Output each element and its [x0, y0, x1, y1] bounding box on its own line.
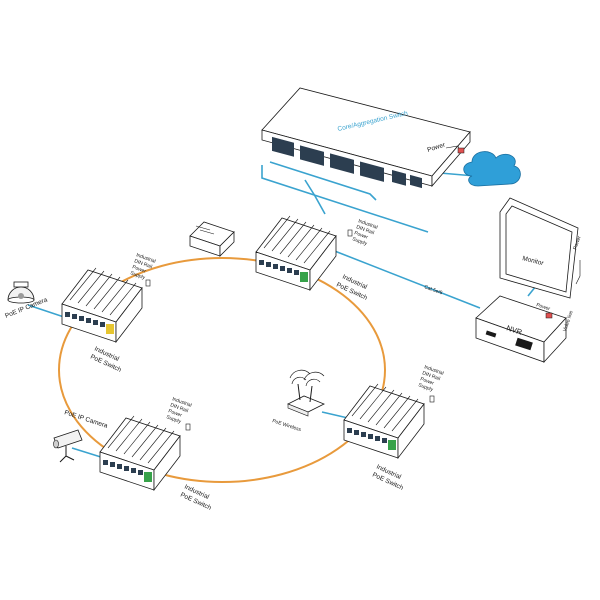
nvr: NVR Power Video line [475, 295, 575, 364]
nvr-drive [515, 337, 533, 351]
industrial-poe-switch-right [343, 383, 425, 460]
wireless-ap-label: PoE Wireless [271, 418, 302, 433]
industrial-poe-switch-left [61, 267, 143, 344]
nvr-power-plug [545, 312, 553, 319]
switch-left-psu-line3: Power [131, 264, 147, 275]
monitor-power-label: Power [572, 235, 583, 251]
core-power-plug [457, 147, 465, 154]
switch-right-psu-line3: Power [419, 376, 435, 387]
switch-top-psu-line3: Power [353, 230, 369, 241]
switch-left-psu-line4: Supply [129, 270, 146, 281]
switch-bottom-psu-line4: Supply [165, 414, 182, 425]
bullet-camera-label: PoE IP Camera [63, 409, 108, 430]
core-switch-ports [272, 136, 422, 189]
psu-connectors [145, 229, 435, 431]
wireless-ap-icon [287, 369, 325, 417]
cable-label: Cat.5e/6 [423, 284, 443, 296]
fiber-ring [58, 257, 386, 483]
nvr-button [485, 330, 497, 338]
bullet-camera-icon [53, 429, 83, 463]
monitor: Monitor Power [499, 197, 583, 299]
cloud-icon [463, 151, 521, 187]
din-rail-device-icon [189, 221, 235, 257]
switch-bottom-psu-line3: Power [167, 408, 183, 419]
switch-top-psu-line4: Supply [351, 236, 368, 247]
core-aggregation-switch: Core/Aggregation Switch Power [261, 87, 471, 189]
nvr-power-label: Power [535, 302, 551, 312]
dome-camera-icon [7, 281, 35, 304]
industrial-poe-switch-bottom [99, 415, 181, 492]
industrial-poe-switch-top [255, 215, 337, 292]
switch-right-psu-line4: Supply [417, 382, 434, 393]
